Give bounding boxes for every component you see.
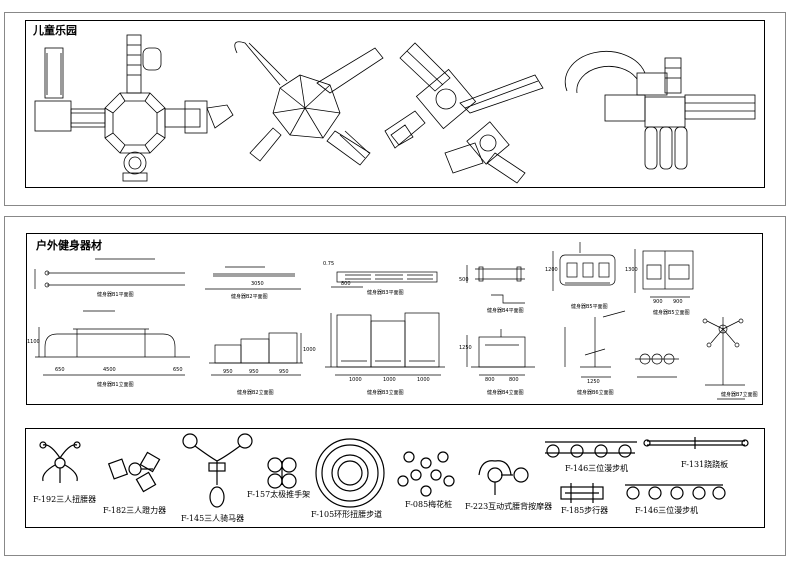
b5-plan-caption: 健身器B5平面图 [571, 304, 608, 310]
icon-tai-chi-push-hands [267, 457, 297, 489]
icon-seesaw [643, 437, 749, 449]
b3-plan [331, 271, 438, 288]
b2-elevation [209, 332, 303, 376]
b4-plan [466, 265, 525, 304]
b5-dim-height: 1200 [545, 267, 558, 273]
b3-dim-plan: 800 [341, 281, 351, 287]
b5-dim-height: 1300 [625, 267, 638, 273]
b2-elevation-caption: 健身器B2立面图 [237, 390, 274, 396]
b4-elevation-caption: 健身器B4立面图 [487, 390, 524, 396]
play-structure-2 [234, 41, 384, 166]
b5-plan [552, 242, 616, 291]
catalog-item-f185: F-185步行器 [561, 506, 609, 515]
b1-elevation [35, 310, 190, 376]
catalog-item-f131: F-131跷跷板 [681, 460, 729, 469]
fitness-title: 户外健身器材 [36, 239, 102, 252]
fitness-panel: 户外健身器材 [4, 216, 786, 556]
b2-dim-b: 950 [249, 369, 259, 375]
b5-elevation [634, 249, 694, 298]
b2-dim-c: 950 [279, 369, 289, 375]
playground-drawings [34, 34, 756, 184]
catalog-item-f105: F-105环形扭腰步道 [311, 510, 383, 519]
b1-dim-height: 1100 [27, 339, 40, 345]
icon-interactive-back-massager [478, 460, 529, 495]
icon-plum-blossom-stakes [397, 451, 455, 497]
b4-elevation [466, 329, 535, 376]
b6-elevation-caption: 健身器B6立面图 [577, 390, 614, 396]
b3-dim-b: 1000 [383, 377, 396, 383]
b7-elevation-caption: 健身器B7立面图 [721, 392, 758, 398]
catalog-item-f223: F-223互动式腰背按摩器 [465, 502, 553, 511]
playground-panel: 儿童乐园 [4, 12, 786, 206]
playground-title: 儿童乐园 [33, 24, 77, 37]
b6-elevation [564, 310, 626, 378]
b1-plan [34, 258, 185, 289]
b5-dim-b: 900 [673, 299, 683, 305]
b5-elevation-caption: 健身器B5立面图 [653, 310, 690, 316]
b5-dim-a: 900 [653, 299, 663, 305]
b1-dim-left: 650 [55, 367, 65, 373]
playground-frame [25, 20, 765, 188]
icon-three-position-walker-2 [625, 484, 726, 500]
b3-dim-a: 1000 [349, 377, 362, 383]
b4-dim-plan: 500 [459, 277, 469, 283]
b4-dim-b: 800 [509, 377, 519, 383]
b3-elevation-caption: 健身器B3立面图 [367, 390, 404, 396]
b6-plan [635, 353, 679, 378]
b7-elevation [702, 317, 745, 400]
b2-plan-caption: 健身器B2平面图 [231, 294, 268, 300]
icon-three-person-leg-press [107, 451, 161, 493]
catalog-item-f146-a: F-146三位漫步机 [565, 464, 629, 473]
b4-plan-caption: 健身器B4平面图 [487, 308, 524, 314]
b3-dim-c: 1000 [417, 377, 430, 383]
b1-plan-caption: 健身器B1平面图 [97, 292, 134, 298]
b2-dim-a: 950 [223, 369, 233, 375]
catalog-frame [25, 428, 765, 528]
icon-three-position-walker-1 [545, 441, 637, 458]
fitness-drawings-frame [26, 233, 763, 405]
play-structure-1 [34, 34, 234, 182]
b2-dim-height: 1000 [303, 347, 316, 353]
catalog-item-f192: F-192三人扭腰器 [33, 495, 97, 504]
b4-dim-height: 1250 [459, 345, 472, 351]
catalog-item-f146-b: F-146三位漫步机 [635, 506, 699, 515]
catalog-item-f085: F-085梅花桩 [405, 500, 453, 509]
b3-elevation [325, 312, 445, 376]
catalog-icons [39, 433, 749, 508]
catalog-item-f145: F-145三人骑马器 [181, 514, 245, 523]
play-structure-3 [384, 42, 544, 184]
play-structure-4 [564, 51, 756, 170]
b3-dim-small: 0.75 [323, 261, 335, 267]
icon-walker [560, 483, 604, 503]
catalog-item-f182: F-182三人蹬力器 [103, 506, 167, 515]
b1-elevation-caption: 健身器B1立面图 [97, 382, 134, 388]
catalog-item-f157: F-157太极推手架 [247, 490, 311, 499]
icon-ring-waist-walkway [315, 438, 385, 508]
b1-dim-width: 4500 [103, 367, 116, 373]
fitness-cad-drawings [34, 242, 749, 508]
icon-three-person-riding-machine [182, 433, 253, 508]
b1-dim-right: 650 [173, 367, 183, 373]
b2-dim-total: 3050 [251, 281, 264, 287]
b4-dim-a: 800 [485, 377, 495, 383]
b2-plan [205, 266, 301, 290]
b3-plan-caption: 健身器B3平面图 [367, 290, 404, 296]
icon-three-person-waist-twister [39, 441, 81, 483]
b6-dim-width: 1250 [587, 379, 600, 385]
